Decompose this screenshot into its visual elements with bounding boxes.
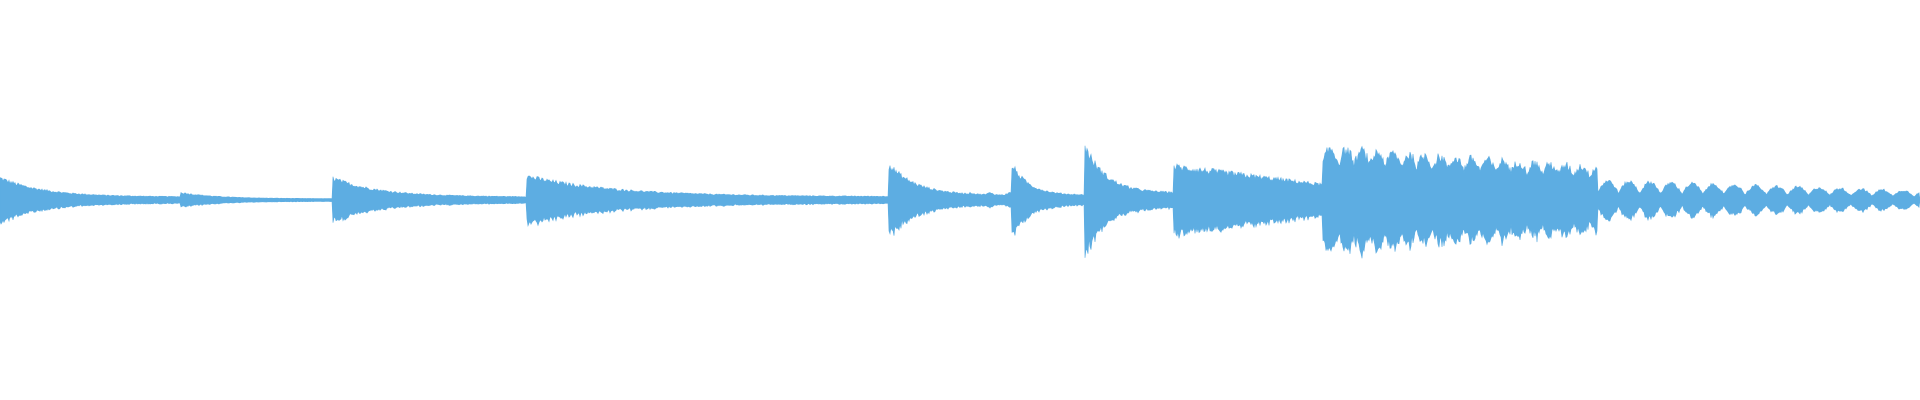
waveform-amplitude-shape: [0, 145, 1920, 259]
